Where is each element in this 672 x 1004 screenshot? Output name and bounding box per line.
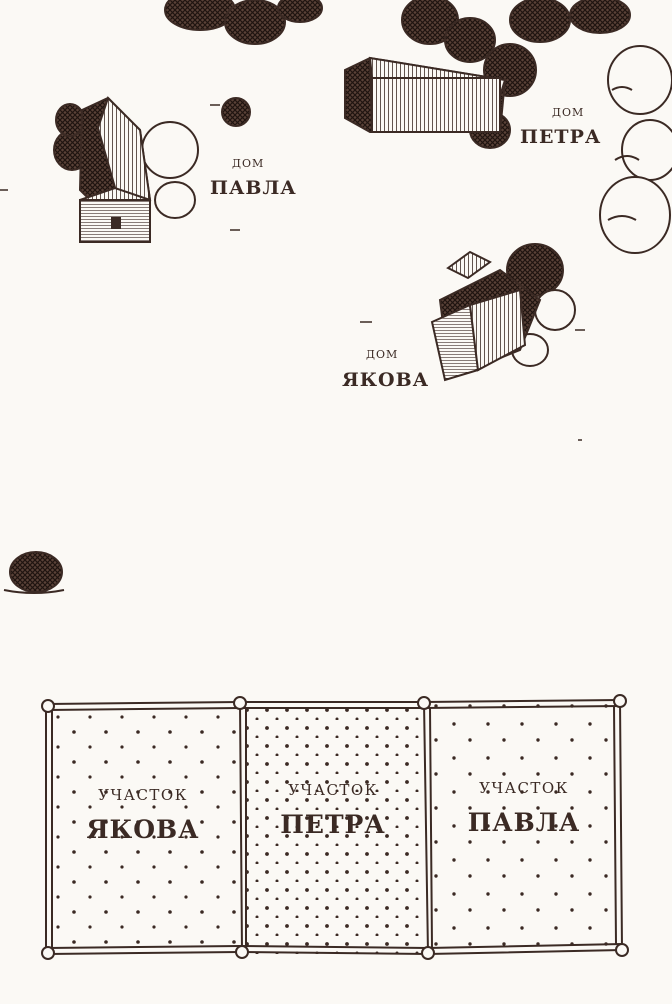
- plot-pavla-name: ПАВЛА: [468, 808, 581, 837]
- house-petra-caption: ДОМ: [552, 106, 584, 119]
- plot-yakova-name: ЯКОВА: [86, 815, 199, 844]
- plot-pavla-caption: УЧАСТОК: [479, 779, 569, 797]
- house-pavla-caption: ДОМ: [232, 157, 264, 170]
- plot-petra-name: ПЕТРА: [280, 810, 385, 839]
- house-pavla-drawing: [53, 96, 199, 243]
- house-yakova-drawing: [430, 243, 576, 382]
- tree-cluster-right: [599, 45, 672, 254]
- fence-posts: [41, 694, 629, 960]
- plot-yakova-caption: УЧАСТОК: [98, 786, 188, 804]
- house-pavla-name: ПАВЛА: [210, 177, 297, 199]
- plot-fence: [45, 699, 623, 956]
- house-petra-name: ПЕТРА: [520, 126, 601, 148]
- house-yakova-name: ЯКОВА: [342, 369, 429, 391]
- bush-left: [3, 551, 65, 594]
- shrub-small: [221, 97, 251, 127]
- grass-marks: [0, 104, 585, 441]
- plot-yakova-area: [46, 704, 240, 954]
- plot-petra-area: [243, 704, 425, 954]
- house-yakova-caption: ДОМ: [366, 348, 398, 361]
- plot-petra-caption: УЧАСТОК: [288, 781, 378, 799]
- plot-pavla-area: [428, 702, 620, 954]
- plots-group: УЧАСТОК ЯКОВА УЧАСТОК ПЕТРА УЧАСТОК ПАВЛ…: [41, 694, 629, 960]
- house-petra-drawing: [344, 56, 507, 133]
